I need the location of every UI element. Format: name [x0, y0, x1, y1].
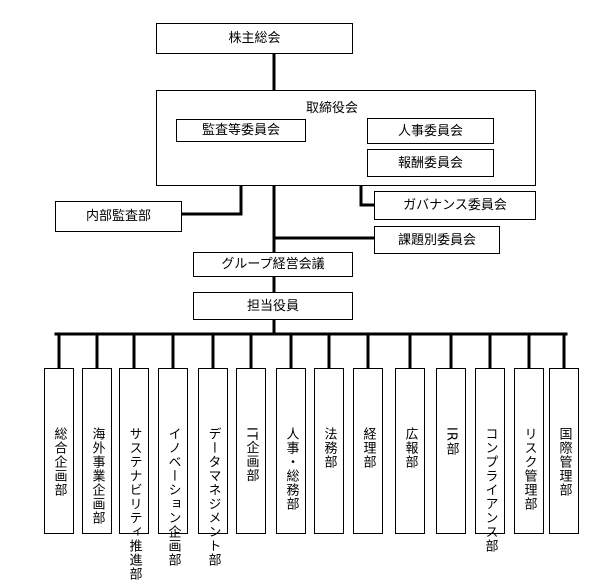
- department-label: イノベーション企画部: [165, 427, 181, 567]
- department-label: サステナビリティ推進部: [126, 427, 142, 581]
- department-box: IR部: [436, 368, 466, 534]
- department-label: IT企画部: [243, 427, 259, 483]
- governance-committee-label: ガバナンス委員会: [403, 198, 507, 213]
- governance-committee-box: ガバナンス委員会: [374, 191, 536, 220]
- department-box: 人事・総務部: [276, 368, 306, 534]
- department-label: 海外事業企画部: [89, 427, 105, 525]
- hr-committee-box: 人事委員会: [367, 118, 494, 144]
- audit-committee-box: 監査等委員会: [176, 119, 306, 142]
- shareholders-meeting-label: 株主総会: [228, 31, 281, 46]
- department-label: 広報部: [402, 427, 418, 469]
- board-of-directors-label: 取締役会: [306, 101, 359, 116]
- internal-audit-label: 内部監査部: [85, 209, 151, 224]
- department-box: 国際管理部: [549, 368, 579, 534]
- department-box: 海外事業企画部: [82, 368, 112, 534]
- group-management-label: グループ経営会議: [221, 257, 325, 272]
- department-box: 広報部: [395, 368, 425, 534]
- department-label: 法務部: [321, 427, 337, 469]
- department-label: データマネジメント部: [205, 427, 221, 567]
- department-label: IR部: [443, 427, 459, 456]
- department-box: サステナビリティ推進部: [119, 368, 149, 581]
- internal-audit-box: 内部監査部: [55, 201, 182, 232]
- issue-committee-box: 課題別委員会: [374, 226, 500, 254]
- issue-committee-label: 課題別委員会: [397, 232, 476, 248]
- shareholders-meeting-box: 株主総会: [156, 23, 353, 54]
- hr-committee-label: 人事委員会: [397, 123, 463, 139]
- department-box: データマネジメント部: [198, 368, 228, 567]
- department-label: リスク管理部: [521, 427, 537, 511]
- department-box: コンプライアンス部: [475, 368, 505, 553]
- department-box: 経理部: [353, 368, 383, 534]
- department-box: リスク管理部: [514, 368, 544, 534]
- compensation-committee-box: 報酬委員会: [367, 149, 494, 177]
- compensation-committee-label: 報酬委員会: [397, 155, 463, 171]
- department-label: コンプライアンス部: [482, 427, 498, 553]
- audit-committee-label: 監査等委員会: [201, 123, 280, 138]
- officers-box: 担当役員: [193, 292, 353, 320]
- department-box: 総合企画部: [44, 368, 74, 534]
- org-connectors: [54, 52, 568, 368]
- department-label: 総合企画部: [51, 427, 67, 497]
- department-box: IT企画部: [236, 368, 266, 534]
- group-management-box: グループ経営会議: [193, 252, 353, 277]
- department-label: 国際管理部: [556, 427, 572, 497]
- department-label: 経理部: [360, 427, 376, 469]
- officers-label: 担当役員: [246, 298, 299, 314]
- department-box: 法務部: [314, 368, 344, 534]
- department-box: イノベーション企画部: [158, 368, 188, 567]
- department-label: 人事・総務部: [283, 427, 299, 511]
